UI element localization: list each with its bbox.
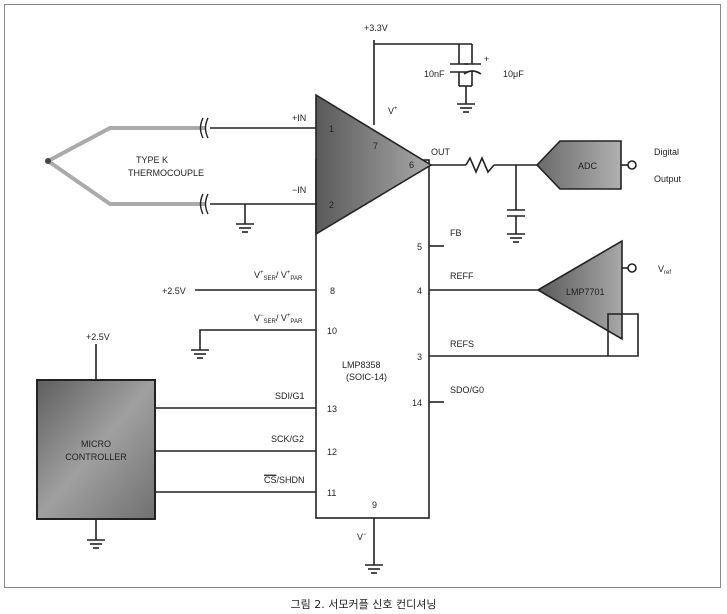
- figure-caption: 그림 2. 서모커플 신호 컨디셔닝: [290, 598, 437, 611]
- thermocouple-wire-bottom: [46, 159, 205, 206]
- out-label: OUT: [431, 147, 451, 157]
- mcu-label-2: CONTROLLER: [65, 452, 127, 462]
- thermocouple-wire-top: [47, 126, 205, 163]
- pin-3-number: 3: [417, 352, 422, 362]
- in-minus-label: −IN: [292, 185, 306, 195]
- ground-icon: [457, 103, 475, 113]
- svg-text:+: +: [484, 54, 489, 64]
- pin-6-number: 6: [409, 160, 414, 170]
- diagram-frame: [4, 4, 721, 588]
- pin-10-label: V−SER/ V+PAR: [254, 313, 303, 325]
- vref-terminal: [627, 263, 637, 273]
- pin-7-number: 7: [373, 141, 378, 151]
- vminus-label: V−: [357, 532, 367, 542]
- fb-label: FB: [450, 228, 462, 238]
- sck-g2-label: SCK/G2: [271, 434, 304, 444]
- pin-14-number: 14: [412, 398, 422, 408]
- digital-output-terminal: [627, 160, 637, 170]
- thermocouple-junction: [45, 158, 51, 164]
- pin-10-number: 10: [327, 326, 337, 336]
- cap-10nf-label: 10nF: [424, 69, 445, 79]
- pin-2-number: 2: [329, 200, 334, 210]
- pin-4-number: 4: [417, 286, 422, 296]
- thermocouple-label-2: THERMOCOUPLE: [128, 168, 204, 178]
- vref-label: Vref: [658, 264, 671, 276]
- chip-name-label: LMP8358: [342, 360, 381, 370]
- lmp7701-label: LMP7701: [566, 287, 605, 297]
- pin-11-number: 11: [327, 488, 336, 498]
- ground-icon: [87, 539, 105, 549]
- lmp7701-buffer: [536, 239, 623, 341]
- mcu-supply-label: +2.5V: [86, 332, 110, 342]
- mcu-label-1: MICRO: [81, 439, 111, 449]
- refs-label: REFS: [450, 339, 474, 349]
- sdo-g0-label: SDO/G0: [450, 385, 484, 395]
- ground-icon: [507, 233, 525, 243]
- pin-13-number: 13: [327, 404, 337, 414]
- digital-output-label-1: Digital: [654, 147, 679, 157]
- reff-label: REFF: [450, 271, 474, 281]
- vplus-label: V+: [388, 106, 398, 116]
- adc-label: ADC: [578, 161, 598, 171]
- in-plus-label: +IN: [292, 113, 306, 123]
- ground-icon: [365, 564, 383, 574]
- pin-8-label: V+SER/ V+PAR: [254, 270, 303, 282]
- chip-package-label: (SOIC-14): [346, 372, 387, 382]
- supply-33v-label: +3.3V: [364, 23, 388, 33]
- pin8-supply-label: +2.5V: [162, 286, 186, 296]
- sdi-g1-label: SDI/G1: [275, 391, 305, 401]
- thermocouple-label-1: TYPE K: [136, 155, 168, 165]
- ground-icon: [236, 223, 254, 233]
- pin-5-number: 5: [417, 242, 422, 252]
- cap-10uf-label: 10μF: [503, 69, 524, 79]
- microcontroller-block: [36, 379, 156, 520]
- pin-12-number: 12: [327, 447, 337, 457]
- amplifier-triangle: [315, 93, 433, 236]
- pin-9-number: 9: [372, 500, 377, 510]
- digital-output-label-2: Output: [654, 174, 682, 184]
- pin-8-number: 8: [330, 286, 335, 296]
- pin-1-number: 1: [329, 124, 334, 134]
- cs-shdn-label: CS/SHDN: [264, 475, 305, 485]
- ground-icon: [191, 349, 209, 359]
